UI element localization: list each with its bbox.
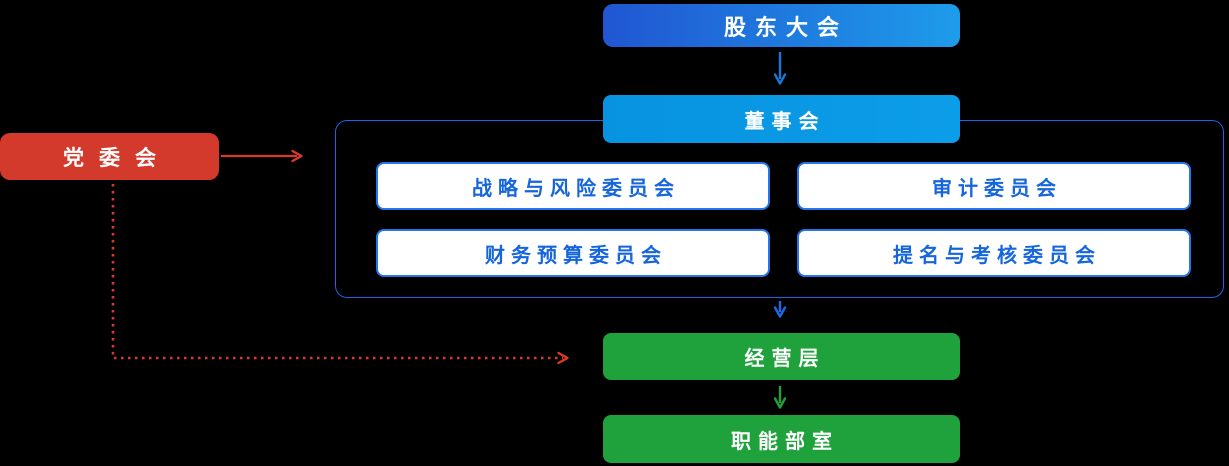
board-of-directors-label: 董事会 bbox=[744, 110, 826, 133]
node-financial-budget-committee: 财务预算委员会 bbox=[376, 229, 770, 277]
strategy-risk-committee-label: 战略与风险委员会 bbox=[472, 177, 680, 200]
node-shareholders-meeting: 股东大会 bbox=[603, 4, 960, 47]
node-audit-committee: 审计委员会 bbox=[797, 162, 1191, 210]
node-strategy-risk-committee: 战略与风险委员会 bbox=[376, 162, 770, 210]
audit-committee-label: 审计委员会 bbox=[932, 177, 1062, 200]
financial-budget-committee-label: 财务预算委员会 bbox=[485, 244, 667, 267]
nomination-assessment-committee-label: 提名与考核委员会 bbox=[893, 244, 1101, 267]
node-nomination-assessment-committee: 提名与考核委员会 bbox=[797, 229, 1191, 277]
shareholders-meeting-label: 股东大会 bbox=[723, 14, 848, 40]
party-committee-label: 党委会 bbox=[63, 146, 171, 170]
node-party-committee: 党委会 bbox=[0, 133, 219, 180]
node-functional-departments: 职能部室 bbox=[603, 415, 960, 463]
node-board-of-directors: 董事会 bbox=[603, 95, 960, 143]
node-management-level: 经营层 bbox=[603, 333, 960, 380]
functional-departments-label: 职能部室 bbox=[731, 430, 839, 453]
management-level-label: 经营层 bbox=[744, 348, 826, 370]
